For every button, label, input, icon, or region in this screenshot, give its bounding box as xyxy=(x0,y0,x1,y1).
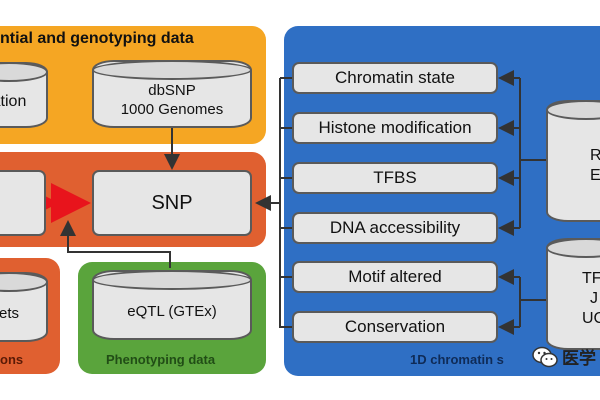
genotyping-panel-title: ntial and genotyping data xyxy=(0,30,194,47)
left-node-box xyxy=(0,170,46,236)
tfbs-label: TFBS xyxy=(373,168,417,187)
chromatin-state-box: Chromatin state xyxy=(292,62,498,94)
dbsnp-label: dbSNP xyxy=(148,82,196,100)
histone-modification-box: Histone modification xyxy=(292,112,498,144)
annotation-database-cylinder: ation xyxy=(0,62,48,128)
snp-label: SNP xyxy=(151,191,193,214)
chromatin-state-label: Chromatin state xyxy=(335,68,455,87)
conservation-box: Conservation xyxy=(292,311,498,343)
histone-modification-label: Histone modification xyxy=(318,118,472,137)
watermark: 医学 xyxy=(532,344,596,369)
watermark-text: 医学 xyxy=(562,349,596,368)
wechat-icon xyxy=(532,345,558,369)
roadmap-encode-cylinder: R E xyxy=(546,100,600,222)
eqtl-to-left-arrow xyxy=(60,220,171,268)
chromatin-panel-title: 1D chromatin s xyxy=(410,352,504,367)
bottom-left-panel-title: ons xyxy=(0,352,24,367)
motif-altered-label: Motif altered xyxy=(348,267,442,286)
sets-cylinder: ets xyxy=(0,272,48,342)
1000-genomes-label: 1000 Genomes xyxy=(120,101,224,118)
conservation-label: Conservation xyxy=(344,317,446,336)
snp-box: SNP xyxy=(92,170,252,236)
eqtl-gtex-cylinder: eQTL (GTEx) xyxy=(92,270,252,340)
ucsc-label: UC xyxy=(582,310,600,327)
tf-db-label: TF xyxy=(582,270,600,287)
tfbs-box: TFBS xyxy=(292,162,498,194)
roadmap-label: R xyxy=(590,147,600,164)
jaspar-label: J xyxy=(590,290,598,307)
dna-accessibility-box: DNA accessibility xyxy=(292,212,498,244)
dna-accessibility-label: DNA accessibility xyxy=(329,218,461,237)
eqtl-gtex-label: eQTL (GTEx) xyxy=(127,302,217,320)
annotation-database-label: ation xyxy=(0,93,27,110)
dbsnp-cylinder: dbSNP 1000 Genomes xyxy=(92,60,252,128)
sets-label: ets xyxy=(0,304,19,322)
tf-databases-cylinder: TF J UC xyxy=(546,238,600,350)
motif-altered-box: Motif altered xyxy=(292,261,498,293)
phenotyping-panel-title: Phenotyping data xyxy=(106,352,216,367)
encode-label: E xyxy=(590,167,600,184)
